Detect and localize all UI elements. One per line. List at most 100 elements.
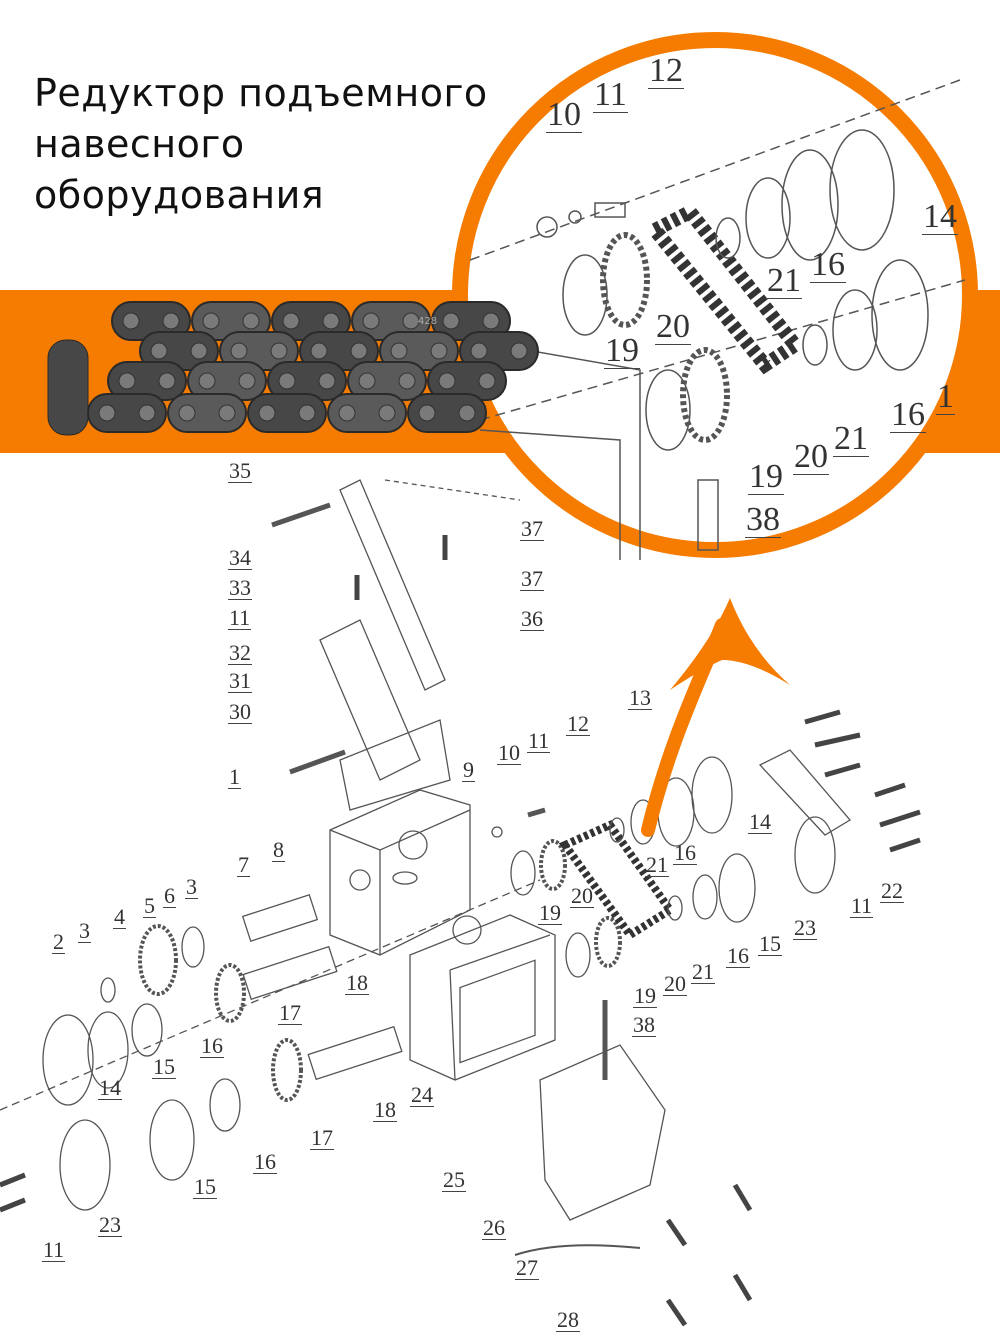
gasket-16: [781, 149, 839, 261]
washer-10: [491, 826, 503, 838]
chain-pin: [190, 342, 208, 360]
bolt: [0, 1172, 26, 1188]
chain-pin: [242, 312, 260, 330]
chain-pin: [178, 404, 196, 422]
sprocket-20b: [680, 347, 730, 443]
bearing-19b: [645, 369, 691, 451]
callout-label: 16: [253, 1149, 277, 1174]
chain-pin: [402, 312, 420, 330]
chain-pin: [482, 312, 500, 330]
callout-label: 38: [632, 1012, 656, 1037]
spacer-21: [715, 217, 741, 259]
callout-label: 18: [345, 970, 369, 995]
callout-label: 10: [497, 740, 521, 765]
callout-label: 28: [556, 1307, 580, 1332]
callout-label: 20: [570, 883, 594, 908]
inset-lineart: [469, 79, 966, 560]
gasket-15: [87, 1011, 129, 1089]
chain-pin: [162, 312, 180, 330]
callout-label: 11: [527, 728, 551, 753]
callout-label: 9: [462, 757, 475, 782]
gasket-25: [459, 959, 536, 1064]
gear-17: [214, 963, 246, 1023]
callout-label: 19: [748, 458, 784, 495]
chain-pin: [318, 372, 336, 390]
bolt: [824, 762, 861, 778]
chain-pin: [270, 342, 288, 360]
page-title: Редуктор подъемного навесного оборудован…: [34, 68, 488, 221]
callout-label: 35: [228, 458, 252, 483]
callout-label: 10: [546, 96, 582, 133]
chain-pin: [202, 312, 220, 330]
bolts-group: [0, 535, 921, 1327]
chain-link: [87, 393, 167, 433]
callout-label: 4: [113, 904, 126, 929]
chain-pin: [442, 312, 460, 330]
chain-pin: [358, 372, 376, 390]
shaft-18: [242, 945, 338, 1001]
callout-label: 1: [228, 764, 241, 789]
chain-pin: [238, 372, 256, 390]
bolt: [814, 732, 861, 748]
hydraulic-cylinder-34: [339, 479, 446, 691]
chain-pin: [230, 342, 248, 360]
shaft-7: [241, 894, 319, 942]
callout-label: 16: [200, 1033, 224, 1058]
callout-label: 14: [98, 1075, 122, 1100]
chain-pin: [478, 372, 496, 390]
axis-line: [0, 879, 541, 1111]
callout-label: 3: [78, 918, 91, 943]
title-line-3: оборудования: [34, 173, 325, 217]
callout-label: 3: [185, 874, 198, 899]
chain-pin: [138, 404, 156, 422]
bolt: [665, 1218, 688, 1247]
chain-pin: [338, 404, 356, 422]
sprocket-20: [539, 839, 567, 891]
flange-23: [59, 1119, 111, 1211]
callout-label: 16: [810, 246, 846, 283]
flange-14: [42, 1014, 94, 1106]
chain-pin: [298, 404, 316, 422]
arm-23: [758, 749, 851, 836]
flange-14: [829, 129, 895, 251]
callout-label: 16: [726, 943, 750, 968]
washer-10: [536, 216, 558, 238]
chain-pin: [198, 372, 216, 390]
chain-pin: [278, 372, 296, 390]
bearing-16: [745, 177, 791, 259]
chain-pin: [430, 342, 448, 360]
gasket-15: [871, 259, 929, 371]
callout-label: 31: [228, 668, 252, 693]
bearing-19b: [565, 932, 591, 978]
chain-pin: [158, 372, 176, 390]
flange-14b: [691, 756, 733, 834]
chain-link: [167, 393, 247, 433]
gasket-15b: [149, 1099, 195, 1181]
bearing-16: [131, 1003, 163, 1057]
callout-label: 1: [936, 378, 955, 415]
callout-label: 21: [766, 262, 802, 299]
callout-label: 7: [237, 852, 250, 877]
chain-pin: [118, 372, 136, 390]
callout-label: 26: [482, 1215, 506, 1240]
gear-17b: [271, 1038, 303, 1102]
housing-hole: [349, 869, 371, 891]
callout-label: 19: [633, 983, 657, 1008]
callout-label: 19: [538, 900, 562, 925]
sprocket-20: [600, 232, 650, 328]
axis-line: [384, 479, 521, 501]
spacer-21: [667, 895, 683, 921]
lever-31: [319, 619, 421, 781]
lower-housing: [409, 914, 556, 1081]
callout-label: 5: [143, 893, 156, 918]
callout-label: 11: [42, 1237, 66, 1262]
ring-2: [100, 977, 116, 1003]
chain-link: [407, 393, 487, 433]
bearing-19: [510, 850, 536, 896]
bolt: [874, 782, 906, 798]
callout-label: 34: [228, 545, 252, 570]
pin-30: [289, 749, 346, 775]
chain-link: [247, 393, 327, 433]
plug-9: [398, 830, 428, 860]
